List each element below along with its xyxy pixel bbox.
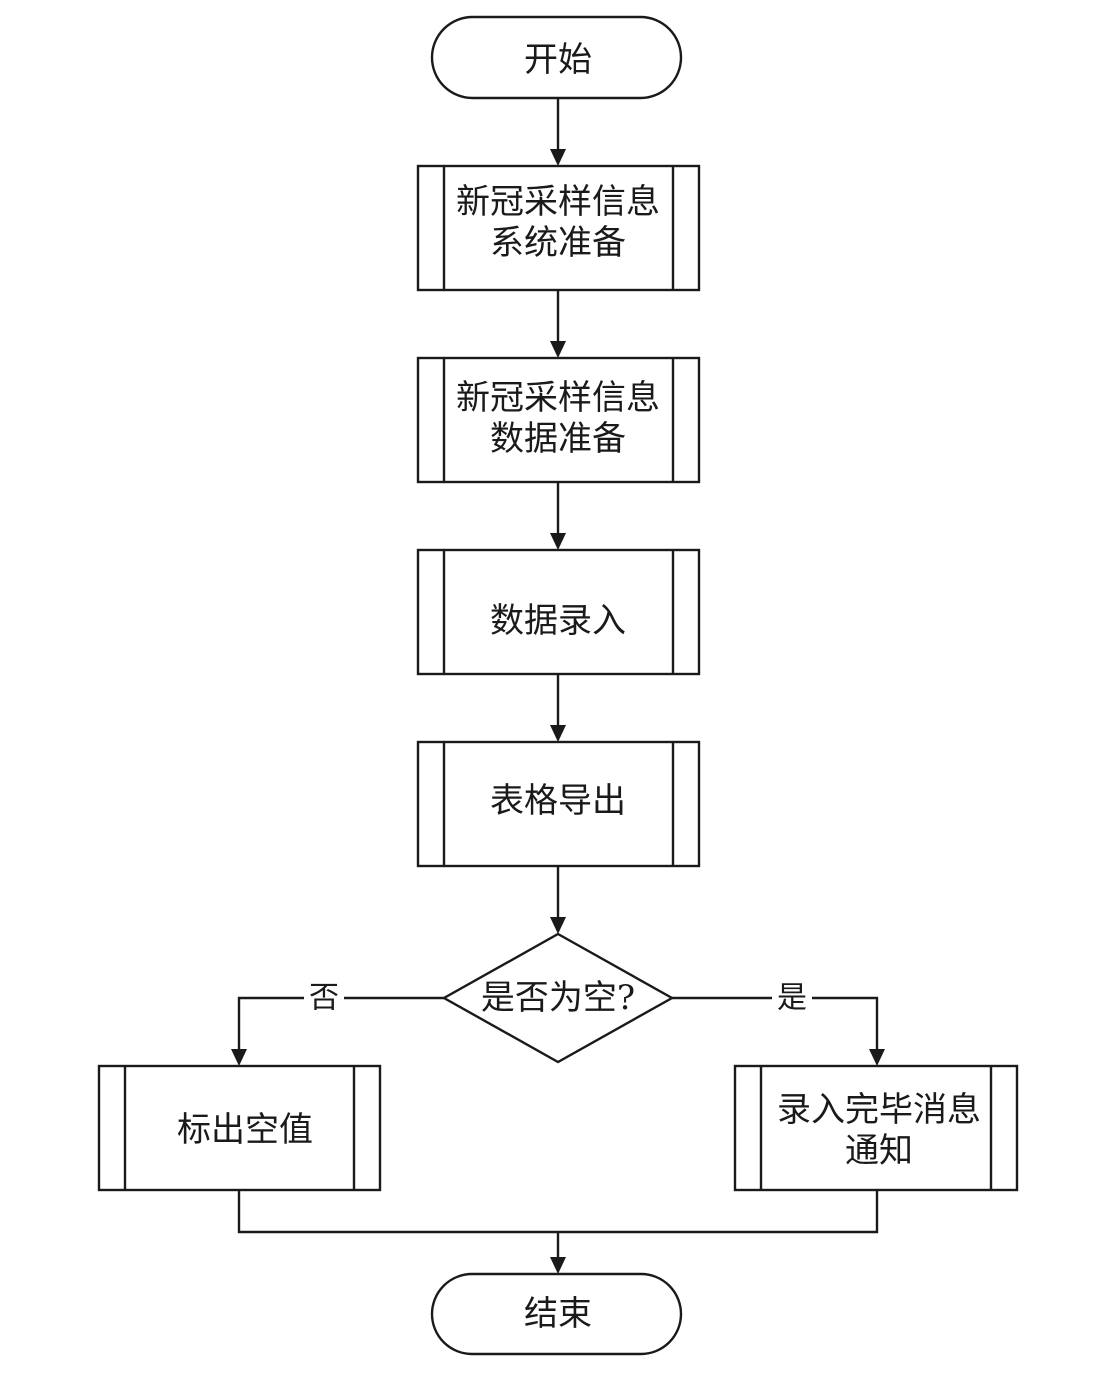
edge-decision-to-notify [672, 996, 879, 1050]
export-label: 表格导出 [490, 781, 626, 821]
start-node: 开始 [430, 15, 683, 100]
arrowhead-icon [869, 1049, 885, 1066]
decision-node: 是否为空? [441, 932, 675, 1064]
arrowhead-icon [550, 341, 566, 358]
system-prep-node: 新冠采样信息 系统准备 [416, 164, 701, 292]
data-prep-node: 新冠采样信息 数据准备 [416, 356, 701, 484]
export-node: 表格导出 [416, 740, 701, 868]
arrowhead-icon [550, 725, 566, 742]
arrowhead-icon [231, 1049, 247, 1066]
data-entry-node: 数据录入 [416, 548, 701, 676]
system-prep-label-line1: 新冠采样信息 [456, 182, 660, 222]
end-node: 结束 [430, 1272, 683, 1356]
notify-label-line1: 录入完毕消息 [777, 1090, 981, 1130]
edge-label-yes: 是 [772, 980, 812, 1016]
data-prep-label-line1: 新冠采样信息 [456, 378, 660, 418]
decision-label: 是否为空? [481, 978, 635, 1018]
notify-label-line2: 通知 [845, 1131, 913, 1171]
arrowhead-icon [550, 149, 566, 166]
edge-label-yes-text: 是 [777, 981, 807, 1016]
edge-label-no-text: 否 [309, 981, 339, 1016]
connectors [231, 98, 885, 1274]
system-prep-label-line2: 系统准备 [490, 223, 626, 263]
edge-merge-lines [237, 1190, 879, 1234]
start-node-label: 开始 [524, 40, 592, 80]
arrowhead-icon [550, 917, 566, 934]
arrowhead-icon [550, 533, 566, 550]
mark-empty-label: 标出空值 [177, 1110, 313, 1150]
edge-decision-to-mark-empty [237, 996, 444, 1050]
mark-empty-node: 标出空值 [97, 1064, 382, 1192]
end-node-label: 结束 [524, 1294, 592, 1334]
notify-node: 录入完毕消息 通知 [733, 1064, 1019, 1192]
arrowhead-icon [550, 1257, 566, 1274]
edge-label-no: 否 [304, 980, 344, 1016]
data-entry-label: 数据录入 [490, 601, 626, 641]
data-prep-label-line2: 数据准备 [490, 419, 626, 459]
